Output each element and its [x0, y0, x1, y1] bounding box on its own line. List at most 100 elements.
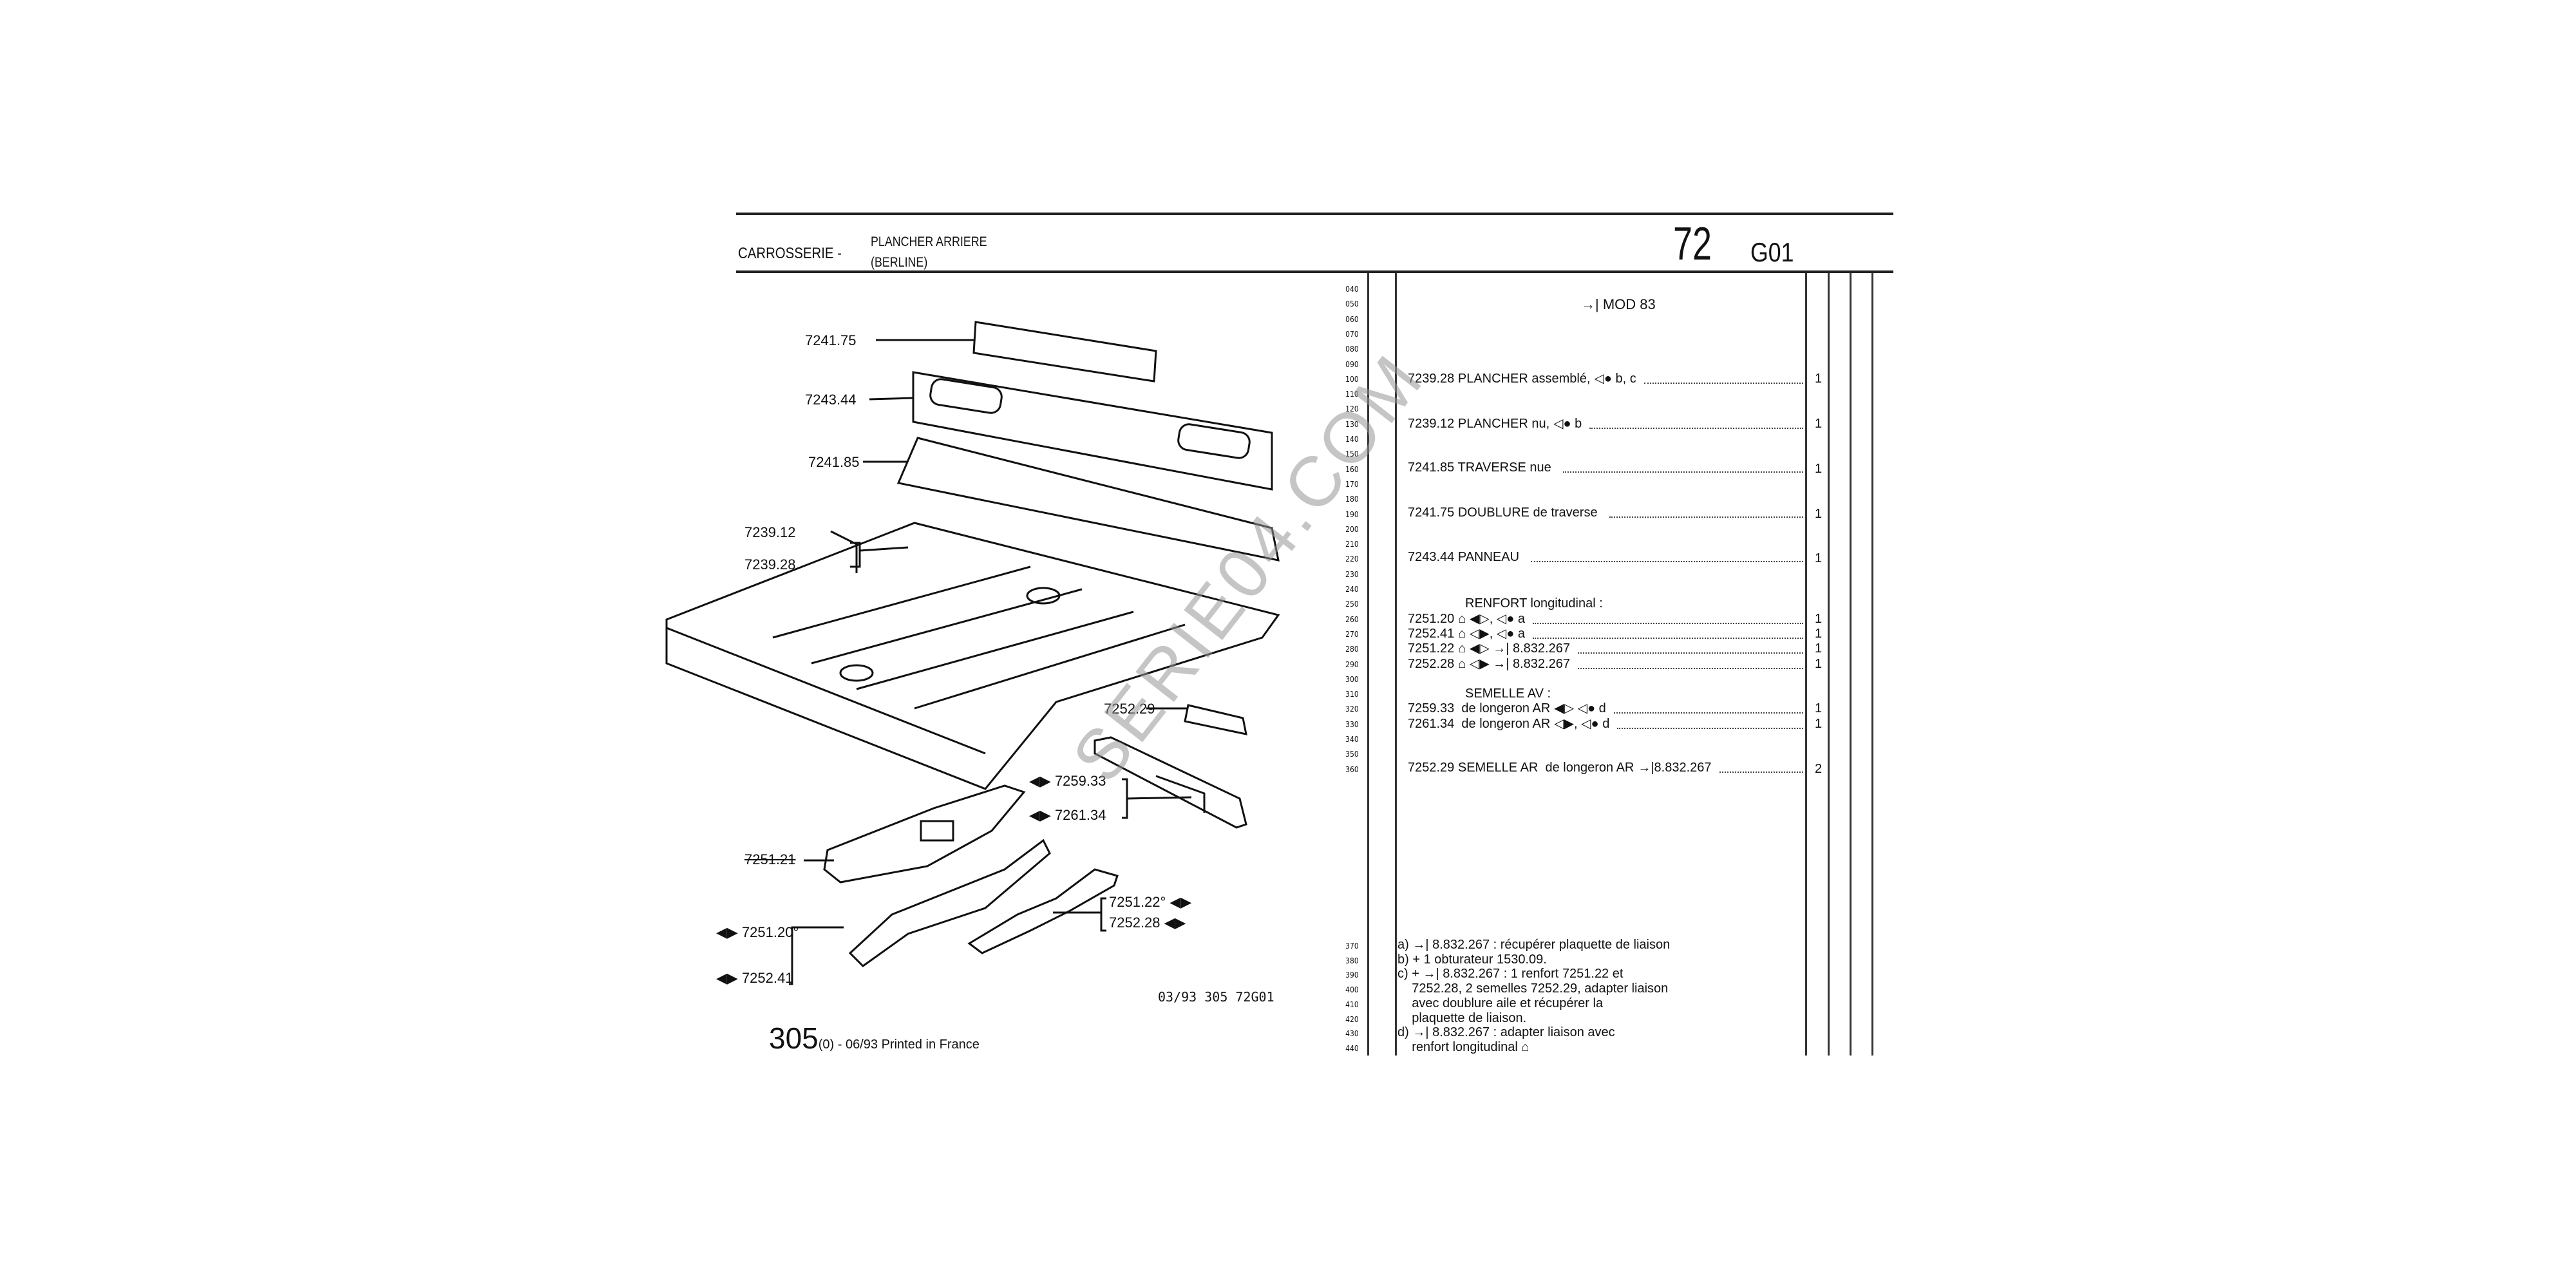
part-symbols: ◀▷ ◁● d: [1554, 701, 1606, 716]
dot-leader: [1613, 712, 1803, 714]
part-quantity: 2: [1815, 761, 1823, 776]
dot-leader: [1577, 667, 1803, 669]
part-quantity: 1: [1815, 371, 1823, 386]
line-number: 210: [1345, 540, 1359, 549]
line-number: 300: [1345, 674, 1359, 684]
group-code: G01: [1750, 237, 1794, 267]
line-number: 150: [1345, 450, 1359, 459]
column-rule: [1828, 273, 1830, 1056]
subtitle-line-2: (BERLINE): [871, 255, 928, 270]
column-rule: [1805, 273, 1807, 1056]
line-number: 140: [1345, 435, 1359, 444]
label-7241-75: 7241.75: [805, 332, 857, 348]
part-row: 7239.12 PLANCHER nu,◁● b: [1408, 415, 1803, 431]
line-number: 110: [1345, 390, 1359, 399]
line-number: 330: [1345, 719, 1359, 729]
part-symbols: →|8.832.267: [1638, 760, 1712, 775]
line-number: 290: [1345, 659, 1359, 669]
footnote-line: a) →| 8.832.267 : récupérer plaquette de…: [1397, 938, 1671, 952]
part-7243-44-drawing: [869, 371, 1273, 491]
part-row: 7252.29 SEMELLE AR de longeron AR→|8.832…: [1408, 761, 1803, 775]
line-number: 160: [1345, 464, 1359, 474]
label-7241-85: 7241.85: [808, 454, 860, 470]
part-label: 7241.75 DOUBLURE de traverse: [1408, 505, 1598, 520]
line-number: 220: [1345, 554, 1359, 564]
footnote-line: renfort longitudinal ⌂: [1397, 1039, 1530, 1054]
part-row: 7252.41⌂ ◁▶, ◁● a: [1408, 625, 1803, 641]
part-label: 7241.85 TRAVERSE nue: [1408, 460, 1551, 475]
footer-edition: 305(0) - 06/93 Printed in France: [769, 1021, 980, 1056]
line-number: 090: [1345, 359, 1359, 369]
part-symbols: ⌂ ◀▷ →| 8.832.267: [1458, 641, 1570, 656]
line-number: 370: [1345, 942, 1359, 951]
part-label: 7239.12 PLANCHER nu,: [1408, 416, 1550, 431]
line-number: 340: [1345, 735, 1359, 744]
line-number: 180: [1345, 495, 1359, 504]
part-label: 7252.28: [1408, 656, 1455, 671]
line-number: 130: [1345, 419, 1359, 429]
part-row: 7261.34 de longeron AR◁▶, ◁● d: [1408, 715, 1803, 732]
part-symbols: ◁● b: [1553, 416, 1582, 431]
footnote-line: d) →| 8.832.267 : adapter liaison avec: [1397, 1025, 1615, 1040]
line-number: 060: [1345, 314, 1359, 324]
dot-leader: [1589, 427, 1803, 429]
part-row: 7252.28⌂ ◁▶ →| 8.832.267: [1408, 656, 1803, 672]
footnote-line: avec doublure aile et récupérer la: [1397, 996, 1604, 1010]
footnote-line: plaquette de liaison.: [1397, 1010, 1527, 1025]
line-number: 230: [1345, 569, 1359, 579]
line-number: 250: [1345, 600, 1359, 609]
exploded-parts-diagram: [665, 321, 1280, 985]
part-7259-33-drawing: [1094, 736, 1247, 829]
part-7251-22-drawing: [967, 868, 1119, 954]
part-row: 7243.44 PANNEAU: [1408, 550, 1803, 565]
line-number: 440: [1345, 1043, 1359, 1053]
line-number: 080: [1345, 345, 1359, 354]
part-7251-20-drawing: [789, 838, 1051, 985]
line-number: 280: [1345, 645, 1359, 654]
label-7252-29: 7252.29: [1104, 701, 1155, 717]
dot-leader: [1532, 622, 1803, 624]
bracket-7239: [850, 542, 861, 568]
part-7241-75-drawing: [876, 321, 1157, 383]
header-top-rule: [736, 213, 1893, 215]
part-quantity: 1: [1815, 701, 1823, 716]
line-number: 170: [1345, 479, 1359, 489]
dot-leader: [1577, 652, 1803, 654]
reference-code: 03/93 305 72G01: [1158, 989, 1274, 1005]
line-number: 360: [1345, 764, 1359, 774]
part-quantity: 1: [1815, 641, 1823, 656]
line-number: 270: [1345, 629, 1359, 639]
part-quantity: 1: [1815, 656, 1823, 671]
part-quantity: 1: [1815, 461, 1823, 476]
dot-leader: [1719, 771, 1803, 773]
part-quantity: 1: [1815, 626, 1823, 641]
line-number: 260: [1345, 614, 1359, 624]
edition-text: (0) - 06/93 Printed in France: [818, 1037, 980, 1052]
line-number: 410: [1345, 999, 1359, 1009]
column-rule: [1367, 273, 1369, 1056]
dot-leader: [1643, 382, 1803, 384]
part-label: 7251.20: [1408, 611, 1455, 626]
part-7251-21-drawing: [823, 784, 1026, 884]
part-row: 7251.20⌂ ◀▷, ◁● a: [1408, 611, 1803, 627]
line-number: 040: [1345, 285, 1359, 294]
part-row: 7251.22⌂ ◀▷ →| 8.832.267: [1408, 640, 1803, 656]
line-number: 200: [1345, 524, 1359, 534]
part-label: 7251.22: [1408, 641, 1455, 656]
line-number: 100: [1345, 374, 1359, 384]
page-number: 305: [769, 1021, 819, 1055]
group-number: 72: [1673, 218, 1712, 270]
part-quantity: 1: [1815, 416, 1823, 431]
column-rule: [1395, 273, 1397, 1056]
footnote-line: b) + 1 obturateur 1530.09.: [1397, 952, 1547, 967]
group-heading: RENFORT longitudinal :: [1465, 596, 1603, 611]
label-7243-44: 7243.44: [805, 392, 857, 408]
part-row: 7259.33 de longeron AR◀▷ ◁● d: [1408, 700, 1803, 716]
line-number: 430: [1345, 1029, 1359, 1039]
line-number: 190: [1345, 509, 1359, 519]
line-number: 400: [1345, 985, 1359, 995]
subtitle-line-1: PLANCHER ARRIERE: [871, 234, 987, 249]
part-symbols: ◁● b, c: [1594, 371, 1636, 386]
part-row: 7239.28 PLANCHER assemblé,◁● b, c: [1408, 370, 1803, 386]
label-7251-22: 7251.22° ◀▶: [1109, 894, 1192, 910]
